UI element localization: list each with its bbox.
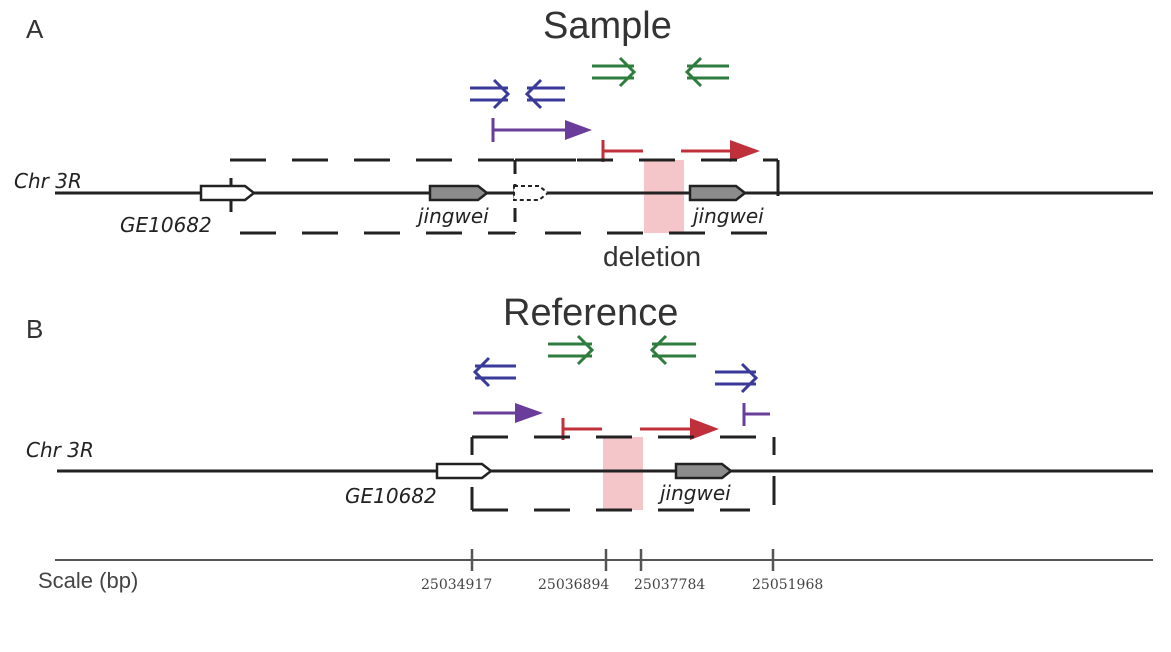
scale-tick-label-3: 25037784 (634, 577, 705, 593)
blue-primer-reverse (524, 78, 565, 110)
blue-primer-reverse (472, 356, 516, 388)
panel-b-green-primers (548, 334, 696, 366)
panel-b-purple-read (473, 403, 770, 426)
panel-a-chromosome-label: Chr 3R (14, 169, 82, 193)
panel-a-deletion-region (644, 160, 684, 233)
panel-a-red-read (601, 140, 760, 162)
panel-a-gene-jingwei-1 (428, 184, 490, 202)
panel-a-label-jingwei-1: jingwei (415, 204, 489, 228)
panel-a-title: Sample (543, 5, 672, 47)
panel-b: B Reference (26, 292, 1153, 512)
panel-b-red-read (561, 418, 719, 440)
panel-b-chromosome-label: Chr 3R (26, 438, 94, 462)
green-primer-reverse (684, 56, 729, 88)
panel-b-deletion-region (603, 437, 643, 510)
scale-label: Scale (bp) (38, 568, 138, 593)
panel-b-letter: B (26, 314, 43, 344)
panel-b-label-jingwei: jingwei (657, 481, 731, 505)
panel-a-gene-jingwei-2 (688, 184, 748, 202)
panel-a-gene-ge10682 (199, 184, 257, 202)
panel-a: A Sample (14, 5, 1153, 272)
blue-primer-forward (715, 362, 759, 394)
blue-primer-forward (470, 78, 511, 110)
panel-b-duplication-outline (470, 435, 776, 512)
panel-b-gene-ge10682 (435, 462, 494, 480)
panel-b-label-ge10682: GE10682 (345, 484, 437, 508)
scale-tick-label-4: 25051968 (752, 577, 823, 593)
scale-tick-label-1: 25034917 (421, 577, 492, 593)
panel-a-letter: A (26, 14, 44, 44)
green-primer-forward (592, 56, 637, 88)
panel-a-label-ge10682: GE10682 (120, 213, 212, 237)
panel-a-deletion-label: deletion (603, 241, 701, 272)
panel-b-blue-primers (472, 356, 759, 394)
panel-a-purple-read (491, 118, 592, 142)
panel-a-blue-primers (470, 78, 565, 110)
panel-b-gene-jingwei (674, 462, 734, 480)
green-primer-reverse (649, 334, 696, 366)
green-primer-forward (548, 334, 595, 366)
panel-a-green-primers (592, 56, 729, 88)
scale-tick-label-2: 25036894 (538, 577, 609, 593)
panel-b-title: Reference (503, 292, 678, 334)
scale-bar: Scale (bp) 25034917 25036894 25037784 25… (38, 549, 1153, 593)
panel-a-gene-jingwei-partial (513, 185, 550, 201)
panel-a-label-jingwei-2: jingwei (690, 204, 764, 228)
